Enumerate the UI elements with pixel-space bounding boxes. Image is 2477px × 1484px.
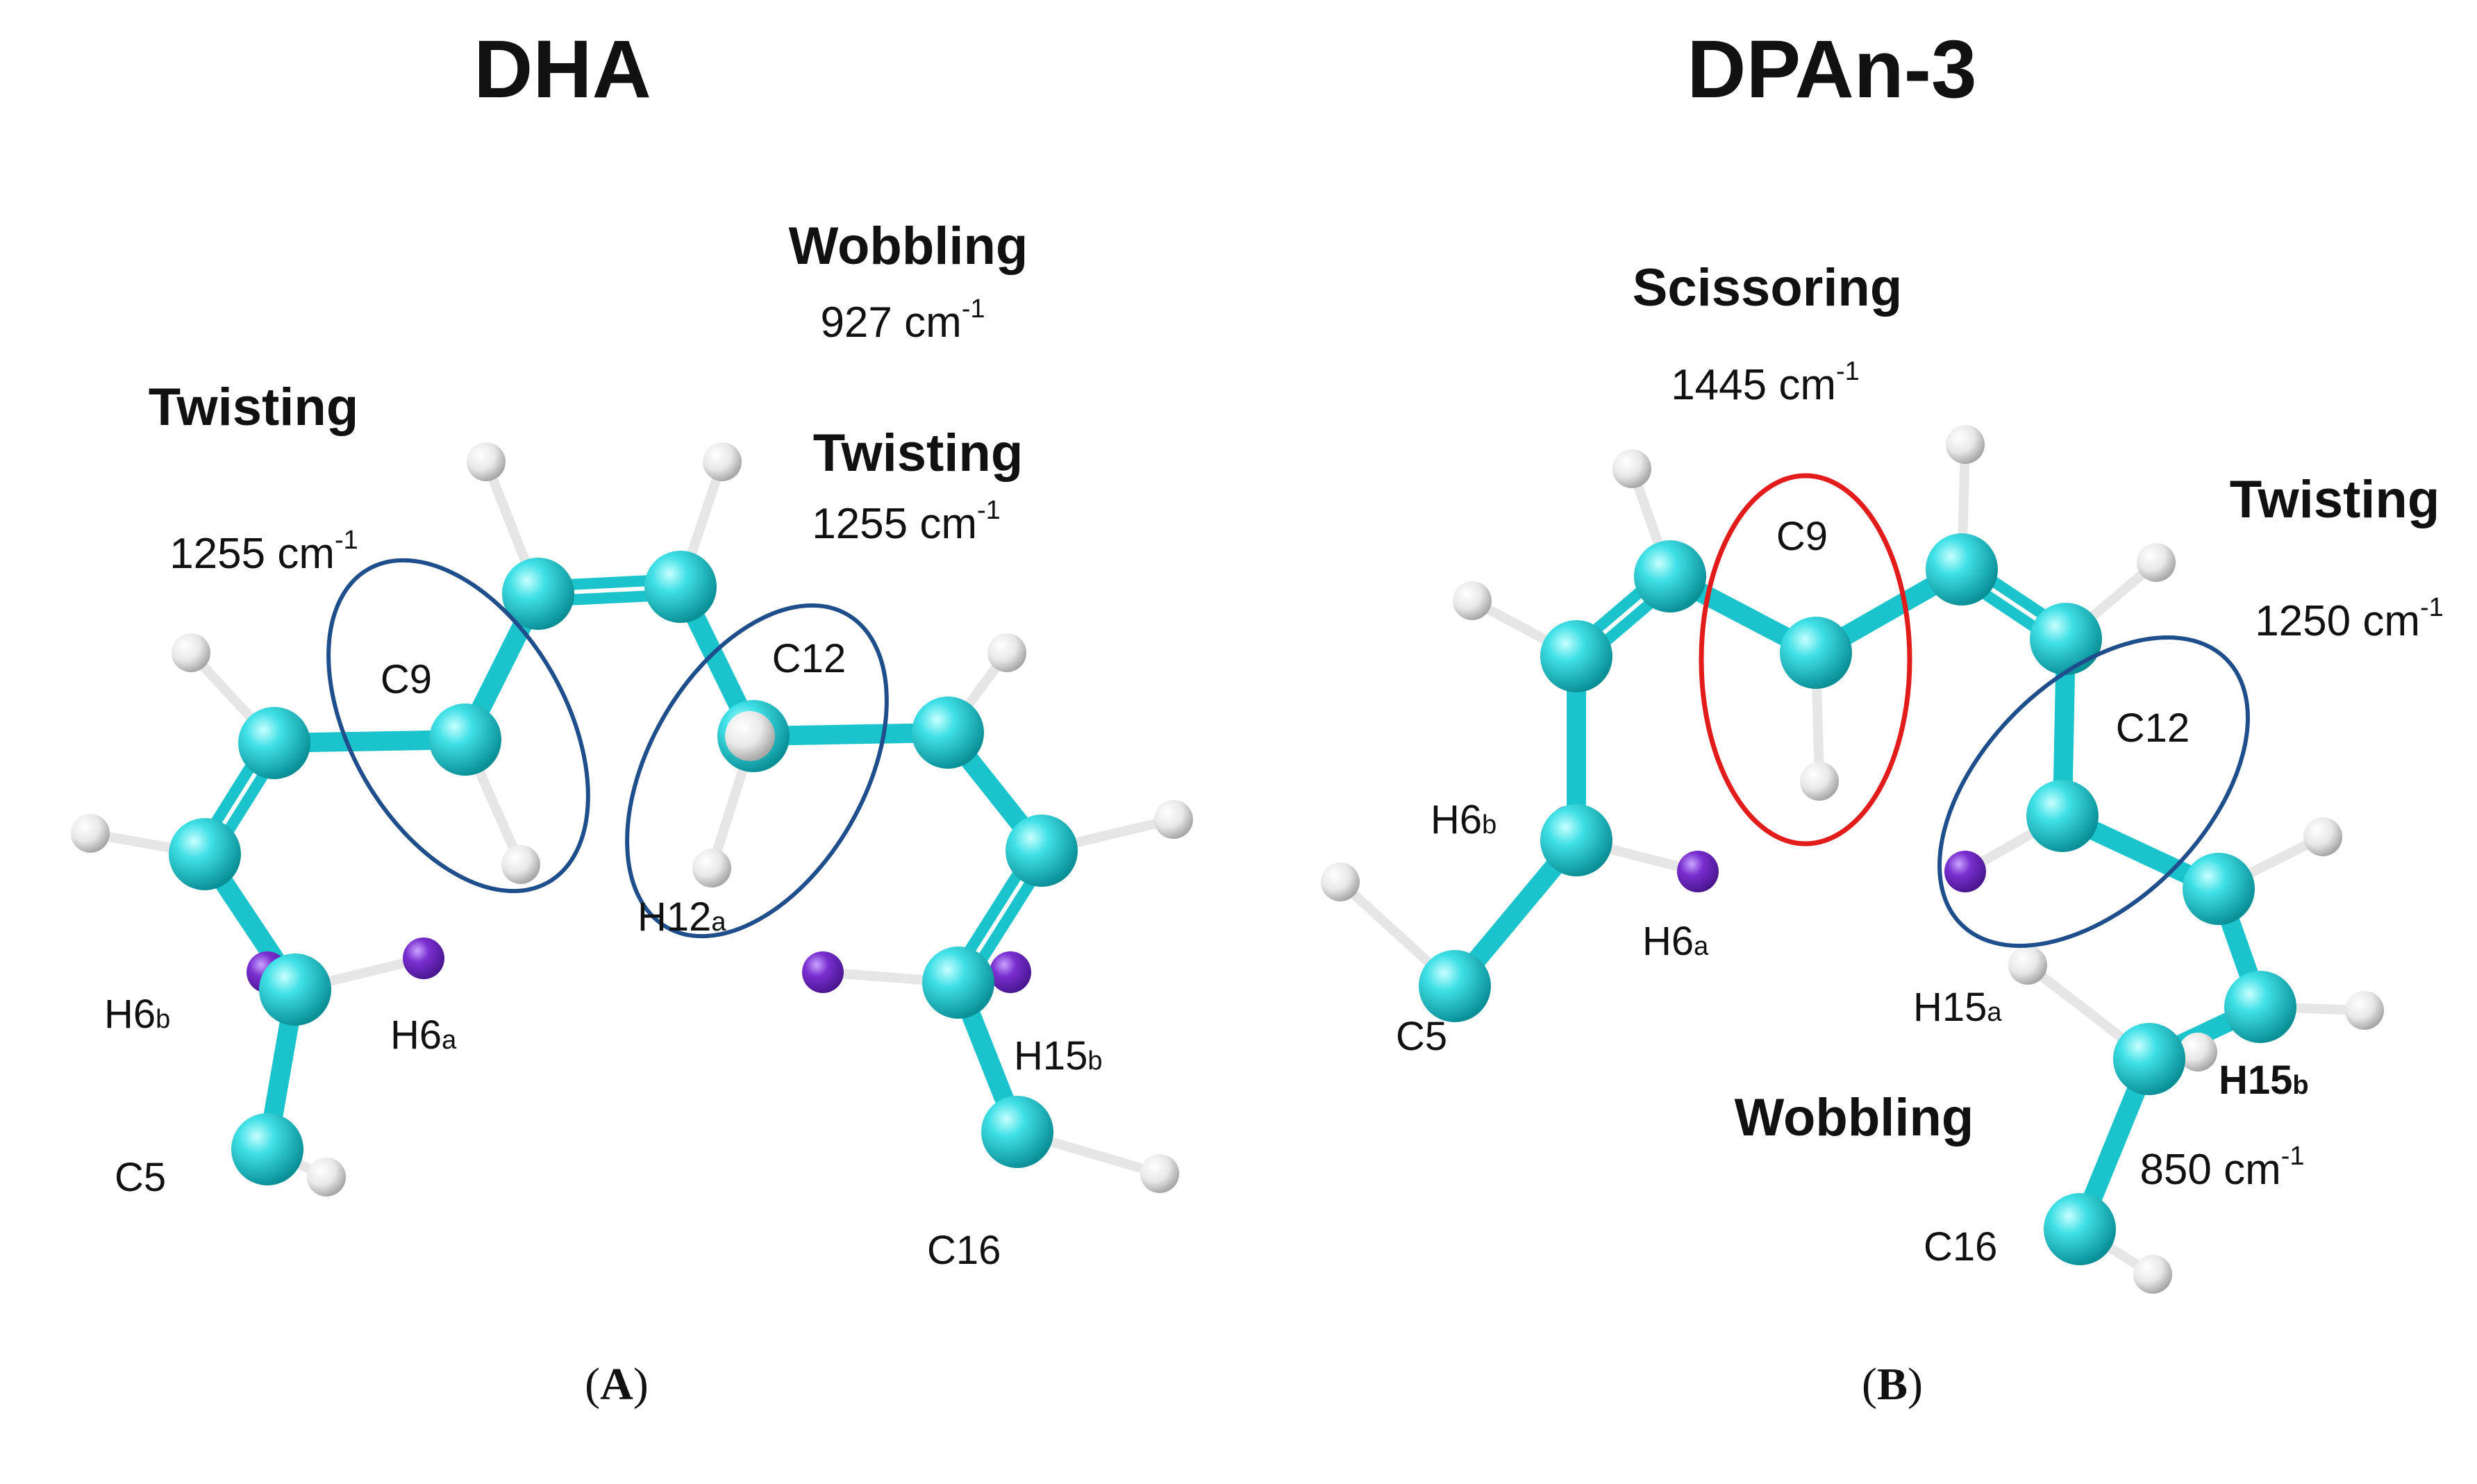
hydrogen-atom — [501, 845, 540, 884]
panel-b-letter: (B) — [1862, 1359, 1923, 1410]
carbon-atom — [2224, 971, 2296, 1043]
mode-scissoring-b: Scissoring — [1633, 258, 1903, 317]
atom-label-h15b-b: H15b — [2219, 1058, 2309, 1103]
carbon-atom — [1780, 617, 1852, 689]
carbon-atom — [644, 551, 717, 623]
highlighted-hydrogen-atom — [990, 951, 1031, 993]
hydrogen-atom — [1154, 800, 1193, 839]
panel-b-title: DPAn-3 — [1687, 24, 1976, 115]
atom-label-c12-a: C12 — [772, 636, 846, 681]
hydrogen-atom — [467, 442, 506, 481]
highlighted-hydrogen-atom — [1677, 851, 1719, 892]
highlighted-hydrogen-atom — [1944, 851, 1986, 892]
hydrogen-atom — [71, 814, 110, 853]
ellipse-c12-twisting-b — [1937, 635, 2250, 948]
atom-label-c9-a: C9 — [381, 657, 432, 702]
carbon-atom — [1540, 804, 1612, 876]
atom-label-c9-b: C9 — [1776, 514, 1828, 559]
ellipse-c9-twisting-a — [326, 558, 590, 894]
atoms-a — [71, 442, 1193, 1197]
atom-label-h15b-a: H15b — [1014, 1033, 1103, 1078]
carbon-atom — [1634, 540, 1706, 612]
atom-label-h6b-a: H6b — [104, 992, 170, 1037]
carbon-atom — [2183, 853, 2255, 925]
atom-label-c5-a: C5 — [115, 1155, 166, 1200]
molecule-b — [1321, 425, 2384, 1294]
molecule-a — [71, 442, 1193, 1197]
carbon-atom — [912, 697, 984, 769]
hydrogen-atom — [2345, 991, 2384, 1030]
mode-wobbling-b: Wobbling — [1735, 1088, 1974, 1147]
atom-label-c16-a: C16 — [927, 1228, 1001, 1273]
hydrogen-atom — [1800, 762, 1839, 801]
freq-twisting-b: 1250 cm-1 — [2255, 593, 2444, 645]
mode-twisting-left-a: Twisting — [149, 378, 359, 437]
panel-a-title: DHA — [474, 24, 651, 115]
hydrogen-atom — [2178, 1033, 2217, 1072]
carbon-atom — [231, 1113, 303, 1185]
freq-twisting-right-a: 1255 cm-1 — [812, 496, 1001, 548]
hydrogen-atom — [692, 849, 731, 887]
carbon-atom — [259, 953, 331, 1026]
atom-label-h6a-b: H6a — [1642, 919, 1709, 964]
carbon-atom — [1006, 815, 1078, 887]
hydrogen-atom — [1321, 862, 1360, 901]
hydrogen-atom — [703, 442, 742, 481]
atom-label-c12-b: C12 — [2116, 706, 2190, 751]
carbon-atom — [238, 707, 310, 779]
atom-label-h6b-b: H6b — [1431, 797, 1496, 842]
panel-a-letter: (A) — [585, 1359, 649, 1410]
carbon-atom — [169, 818, 241, 890]
hydrogen-atom — [2303, 817, 2342, 856]
hydrogen-atom — [987, 633, 1026, 672]
carbon-atom — [1926, 533, 1998, 606]
hydrogen-atom — [725, 711, 775, 761]
carbon-atom — [922, 947, 994, 1019]
highlighted-hydrogen-atom — [403, 937, 444, 979]
atoms-b — [1321, 425, 2384, 1294]
mode-twisting-right-a: Twisting — [813, 424, 1024, 483]
atom-label-h12a-a: H12a — [637, 894, 726, 940]
hydrogen-atom — [2133, 1255, 2172, 1294]
freq-wobbling-b: 850 cm-1 — [2140, 1142, 2304, 1194]
atom-label-c5-b: C5 — [1396, 1014, 1447, 1059]
carbon-atom — [502, 558, 574, 630]
hydrogen-atom — [1453, 581, 1492, 620]
freq-scissoring-b: 1445 cm-1 — [1671, 357, 1860, 409]
hydrogen-atom — [1946, 425, 1985, 464]
atom-label-c16-b: C16 — [1924, 1224, 1997, 1269]
mode-twisting-b: Twisting — [2230, 470, 2440, 529]
mode-wobbling-a: Wobbling — [789, 217, 1028, 276]
ellipse-c12-twisting-a — [625, 603, 889, 939]
panel-a: DHA Twisting 1255 cm-1 Wobbling 927 cm-1… — [71, 24, 1193, 1410]
hydrogen-atom — [1140, 1154, 1179, 1193]
hydrogen-atom — [2008, 946, 2047, 985]
carbon-atom — [2044, 1193, 2116, 1265]
ellipse-c9-scissoring-b — [1699, 473, 1912, 847]
carbon-atom — [981, 1096, 1053, 1168]
carbon-atom — [1419, 950, 1491, 1022]
carbon-atom — [2026, 780, 2099, 852]
hydrogen-atom — [2137, 543, 2176, 582]
panel-b: DPAn-3 Scissoring 1445 cm-1 Twisting 125… — [1321, 24, 2444, 1410]
freq-wobbling-a: 927 cm-1 — [820, 294, 985, 347]
freq-twisting-left-a: 1255 cm-1 — [169, 526, 358, 578]
carbon-atom — [2113, 1023, 2185, 1095]
hydrogen-atom — [1612, 449, 1651, 488]
carbon-atom — [429, 703, 501, 776]
hydrogen-atom — [172, 633, 210, 672]
atom-label-h15a-b: H15a — [1913, 985, 2002, 1030]
hydrogen-atom — [307, 1158, 346, 1197]
carbon-atom — [1540, 620, 1612, 692]
atom-label-h6a-a: H6a — [390, 1012, 457, 1058]
carbon-atom — [2030, 603, 2102, 675]
highlighted-hydrogen-atom — [802, 951, 844, 993]
